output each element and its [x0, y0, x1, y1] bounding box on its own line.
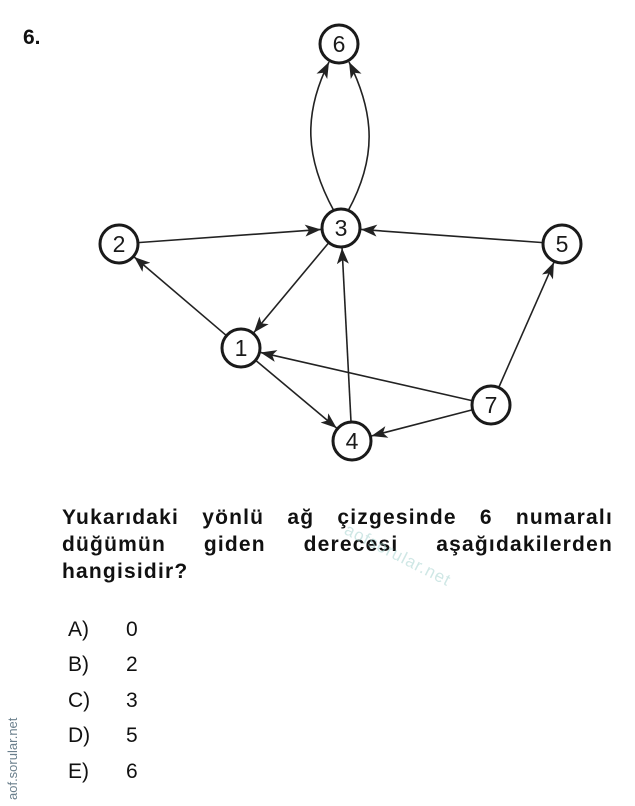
option-e[interactable]: E) 6 — [68, 754, 138, 790]
node-4: 4 — [331, 420, 373, 462]
edge-2-to-3 — [137, 224, 322, 244]
node-3: 3 — [320, 207, 362, 249]
directed-graph-diagram: 1 2 3 4 5 6 7 — [98, 23, 583, 462]
svg-text:6: 6 — [333, 31, 346, 57]
option-letter: D) — [68, 724, 91, 748]
svg-text:4: 4 — [346, 428, 359, 454]
edge-1-to-2 — [133, 256, 228, 337]
edge-7-to-1 — [260, 350, 473, 402]
edge-5-to-3 — [360, 224, 544, 244]
node-1: 1 — [220, 327, 262, 369]
question-text: Yukarıdaki yönlü ağ çizgesinde 6 numaral… — [62, 506, 613, 583]
nodes: 1 2 3 4 5 6 7 — [98, 23, 583, 462]
edge-4-to-3 — [336, 247, 352, 423]
option-value: 3 — [126, 688, 138, 712]
edge-3-to-6 — [347, 61, 370, 212]
svg-text:5: 5 — [556, 231, 569, 257]
edge-7-to-4 — [371, 408, 473, 438]
answer-options: A) 0 B) 2 C) 3 D) 5 E) 6 — [68, 612, 138, 790]
svg-text:1: 1 — [235, 335, 248, 361]
svg-text:3: 3 — [335, 215, 348, 241]
watermark-side: aof.sorular.net — [5, 717, 20, 800]
option-letter: C) — [68, 688, 91, 712]
option-value: 0 — [126, 617, 138, 641]
node-2: 2 — [98, 223, 140, 265]
option-letter: E) — [68, 759, 89, 783]
option-d[interactable]: D) 5 — [68, 719, 138, 755]
option-value: 5 — [126, 724, 138, 748]
option-b[interactable]: B) 2 — [68, 648, 138, 684]
node-5: 5 — [541, 223, 583, 265]
node-6: 6 — [318, 23, 360, 65]
option-value: 2 — [126, 653, 138, 677]
option-letter: B) — [68, 653, 89, 677]
option-value: 6 — [126, 759, 138, 783]
edge-3-to-1 — [253, 242, 330, 334]
edges — [133, 61, 555, 438]
option-c[interactable]: C) 3 — [68, 683, 138, 719]
svg-text:2: 2 — [113, 231, 126, 257]
edge-1-to-4 — [255, 359, 338, 429]
edge-3-to-6 — [309, 61, 335, 212]
svg-text:7: 7 — [485, 392, 498, 418]
option-a[interactable]: A) 0 — [68, 612, 138, 648]
question-number: 6. — [23, 26, 41, 49]
edge-7-to-5 — [497, 261, 555, 388]
option-letter: A) — [68, 617, 89, 641]
node-7: 7 — [470, 384, 512, 426]
